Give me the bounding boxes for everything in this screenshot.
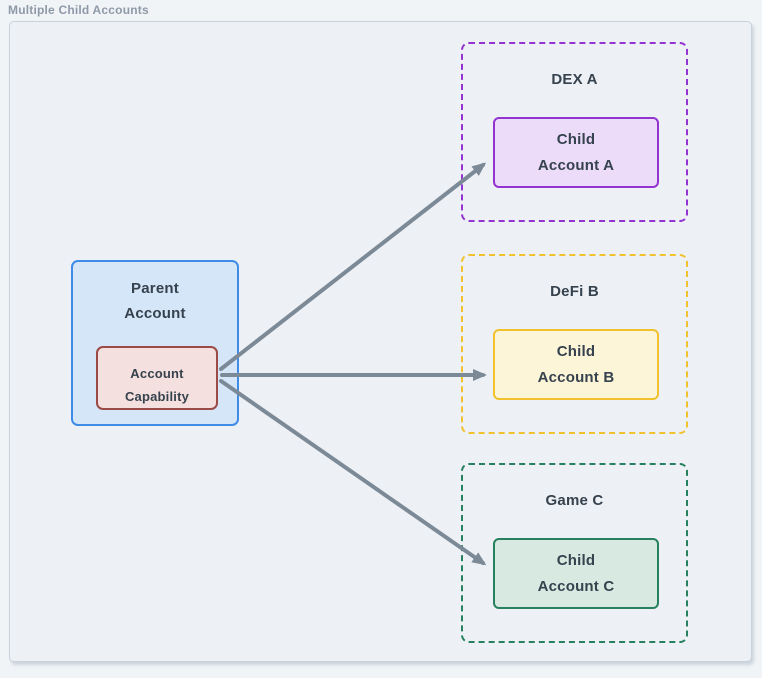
diagram-title: Multiple Child Accounts [8,3,149,17]
diagram-canvas: Parent Account Account Capability DEX A … [9,21,752,662]
child-account-b-node: Child Account B [493,329,659,400]
child-account-b-label: Child Account B [537,342,615,386]
account-capability-node: Account Capability [96,346,218,410]
group-defi-b: DeFi B Child Account B [461,254,688,434]
arrow-capability-to-child-c [219,379,487,566]
arrow-capability-to-child-a [219,162,487,371]
parent-account-label: Parent Account [124,280,186,322]
child-account-a-label: Child Account A [537,130,615,174]
child-account-c-node: Child Account C [493,538,659,609]
group-game-c: Game C Child Account C [461,463,688,643]
group-defi-b-label: DeFi B [550,283,599,300]
child-account-a-node: Child Account A [493,117,659,188]
group-dex-a: DEX A Child Account A [461,42,688,222]
account-capability-label: Account Capability [124,366,190,404]
child-account-c-label: Child Account C [537,551,615,595]
parent-account-node: Parent Account Account Capability [71,260,239,426]
group-game-c-label: Game C [545,492,604,509]
group-dex-a-label: DEX A [551,71,598,88]
